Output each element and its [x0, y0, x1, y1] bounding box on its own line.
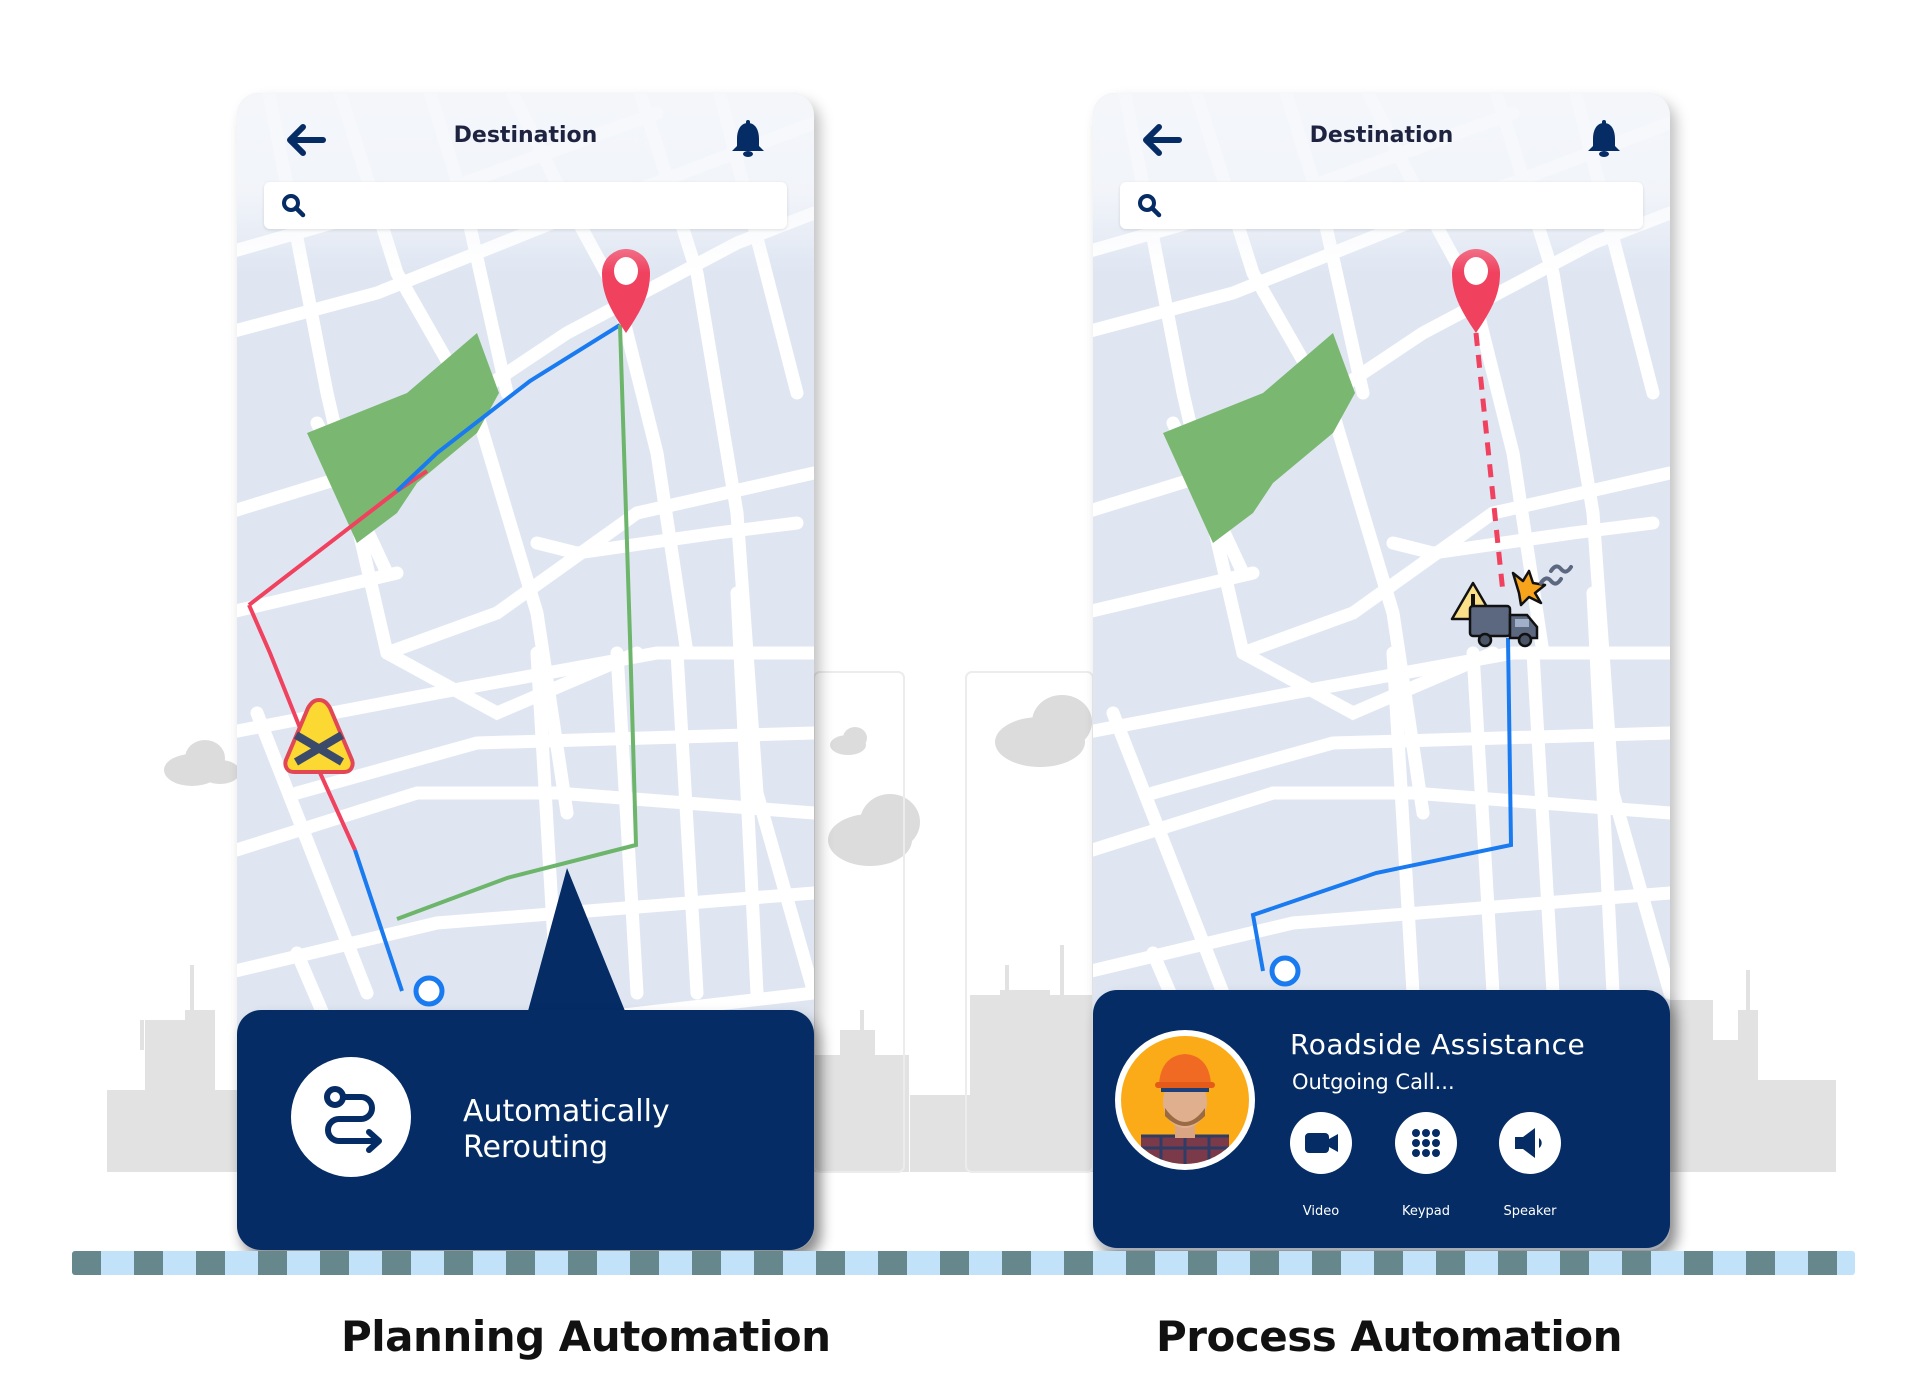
page-title: Destination — [1309, 123, 1454, 148]
speaker-button[interactable] — [1499, 1112, 1561, 1174]
worker-avatar[interactable] — [1121, 1036, 1249, 1164]
rerouting-line-2: Rerouting — [463, 1130, 609, 1165]
card-pointer — [528, 868, 625, 1011]
call-title: Roadside Assistance — [1290, 1028, 1586, 1061]
search-icon — [1138, 194, 1162, 218]
origin-marker-icon — [1269, 955, 1301, 987]
bell-icon[interactable] — [1584, 119, 1624, 159]
road-strip — [72, 1251, 1855, 1275]
speaker-icon — [1515, 1128, 1542, 1158]
keypad-label: Keypad — [1401, 1204, 1451, 1219]
search-bar[interactable] — [264, 182, 787, 229]
origin-marker-icon — [413, 975, 445, 1007]
bell-icon[interactable] — [728, 119, 768, 159]
keypad-icon — [1412, 1129, 1440, 1157]
speaker-label: Speaker — [1503, 1204, 1557, 1219]
keypad-button[interactable] — [1395, 1112, 1457, 1174]
rerouting-line-1: Automatically — [463, 1094, 670, 1129]
caption-process: Process Automation — [1156, 1312, 1623, 1361]
crash-burst-icon — [1511, 569, 1547, 607]
arrow-left-icon[interactable] — [283, 121, 329, 159]
rerouting-text: Automatically Rerouting — [463, 1094, 670, 1166]
search-bar[interactable] — [1120, 182, 1643, 229]
search-input[interactable] — [324, 190, 775, 222]
video-label: Video — [1302, 1204, 1340, 1219]
call-card: Roadside Assistance Outgoing Call... Vid… — [1093, 990, 1670, 1248]
reroute-icon — [324, 1086, 382, 1153]
railroad-crossing-warning-icon — [283, 697, 355, 774]
caption-planning: Planning Automation — [341, 1312, 831, 1361]
truck-breakdown-icon — [1468, 604, 1539, 648]
video-button[interactable] — [1290, 1112, 1352, 1174]
avatar-frame — [1115, 1030, 1255, 1170]
page-title: Destination — [453, 123, 598, 148]
video-camera-icon — [1305, 1133, 1338, 1153]
search-icon — [282, 194, 306, 218]
search-input[interactable] — [1180, 190, 1631, 222]
call-status: Outgoing Call... — [1292, 1070, 1455, 1094]
top-bar: Destination — [1093, 93, 1670, 193]
reroute-icon-badge — [291, 1057, 411, 1177]
arrow-left-icon[interactable] — [1139, 121, 1185, 159]
smoke-icon — [1539, 564, 1573, 586]
rerouting-card: Automatically Rerouting — [237, 1010, 814, 1250]
top-bar: Destination — [237, 93, 814, 193]
